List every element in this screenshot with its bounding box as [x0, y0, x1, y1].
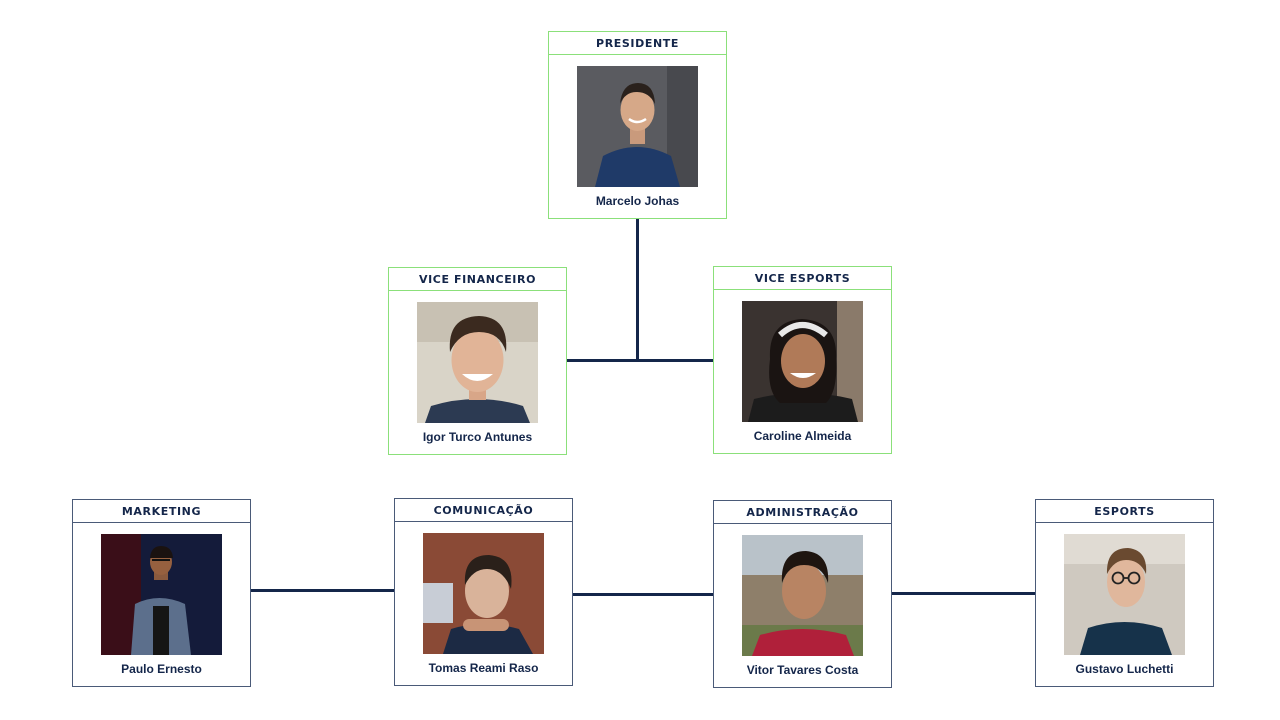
org-card-vice-financeiro: VICE FINANCEIRO Igor Turco Antunes: [388, 267, 567, 455]
org-card-presidente: PRESIDENTE Marcelo Johas: [548, 31, 727, 219]
role-label: MARKETING: [73, 500, 250, 523]
role-label: ADMINISTRAÇÃO: [714, 501, 891, 524]
member-name: Caroline Almeida: [753, 429, 852, 443]
connector-marketing-comunicacao: [250, 589, 395, 592]
connector-administracao-esports: [891, 592, 1036, 595]
member-name: Vitor Tavares Costa: [746, 663, 859, 677]
org-card-comunicacao: COMUNICAÇÃO Tomas Reami Raso: [394, 498, 573, 686]
member-photo: [577, 66, 698, 187]
org-card-administracao: ADMINISTRAÇÃO Vitor Tavares Costa: [713, 500, 892, 688]
member-photo: [417, 302, 538, 423]
org-card-marketing: MARKETING Paulo Ernesto: [72, 499, 251, 687]
member-name: Paulo Ernesto: [121, 662, 202, 676]
org-card-vice-esports: VICE ESPORTS Caroline Almeida: [713, 266, 892, 454]
member-photo: [423, 533, 544, 654]
member-name: Gustavo Luchetti: [1075, 662, 1174, 676]
member-name: Igor Turco Antunes: [422, 430, 533, 444]
role-label: VICE ESPORTS: [714, 267, 891, 290]
member-photo: [742, 301, 863, 422]
member-photo: [742, 535, 863, 656]
role-label: VICE FINANCEIRO: [389, 268, 566, 291]
member-name: Marcelo Johas: [595, 194, 680, 208]
role-label: COMUNICAÇÃO: [395, 499, 572, 522]
member-name: Tomas Reami Raso: [428, 661, 539, 675]
connector-president-vertical: [636, 219, 639, 361]
connector-vices-horizontal: [566, 359, 714, 362]
role-label: PRESIDENTE: [549, 32, 726, 55]
member-photo: [101, 534, 222, 655]
connector-comunicacao-administracao: [571, 593, 714, 596]
member-photo: [1064, 534, 1185, 655]
org-card-esports: ESPORTS Gustavo Luchetti: [1035, 499, 1214, 687]
role-label: ESPORTS: [1036, 500, 1213, 523]
